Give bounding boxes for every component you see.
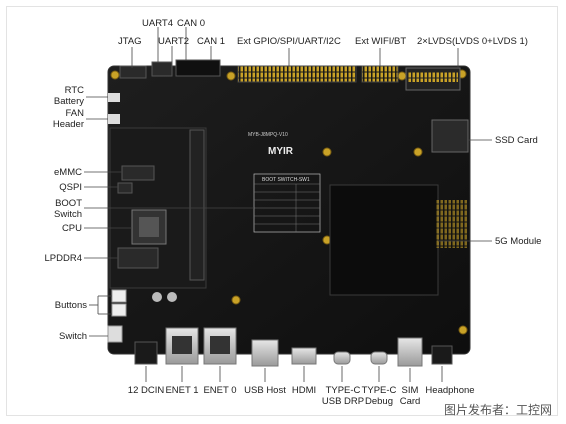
power-switch <box>107 325 123 343</box>
label-emmc: eMMC <box>54 167 82 178</box>
boot-table-title: BOOT SWITCH-SW1 <box>262 177 310 183</box>
label-type-c-drp: TYPE-C USB DRP <box>321 385 365 407</box>
label-5g-module: 5G Module <box>495 236 542 247</box>
usb-host-port <box>251 339 279 367</box>
label-enet0: ENET 0 <box>203 385 237 396</box>
ext-wifi-header <box>361 65 399 83</box>
watermark-text: 图片发布者：工控网 <box>443 403 552 417</box>
enet1-port <box>165 327 199 365</box>
label-ext-gpio: Ext GPIO/SPI/UART/I2C <box>237 36 341 47</box>
qspi-chip <box>117 182 133 194</box>
ext-gpio-header <box>237 65 357 83</box>
5g-module-slot <box>329 184 439 296</box>
label-switch: Switch <box>59 331 87 342</box>
label-type-c-debug: TYPE-C Debug <box>361 385 397 407</box>
emmc-chip <box>121 165 155 181</box>
label-lpddr4: LPDDR4 <box>44 253 83 264</box>
label-jtag: JTAG <box>118 36 142 47</box>
hdmi-port <box>291 347 317 365</box>
sim-slot <box>397 337 423 367</box>
lpddr4-chip <box>117 247 159 269</box>
dc-jack <box>134 341 158 365</box>
rtc-battery-connector <box>108 93 120 102</box>
label-hdmi: HDMI <box>291 385 317 396</box>
label-uart4: UART4 <box>142 18 173 29</box>
leader-lines <box>84 27 492 382</box>
label-cpu: CPU <box>61 223 82 234</box>
label-lvds: 2×LVDS(LVDS 0+LVDS 1) <box>417 36 528 47</box>
label-ssd-card: SSD Card <box>495 135 538 146</box>
headphone-jack <box>431 345 453 365</box>
label-boot-switch: BOOT Switch <box>54 198 82 220</box>
board-brand-text: MYIR <box>268 146 294 157</box>
label-rtc-battery: RTC Battery <box>53 85 84 107</box>
fan-header-connector <box>108 114 120 124</box>
buttons-group <box>111 289 177 317</box>
label-can1: CAN 1 <box>197 36 225 47</box>
label-enet1: ENET 1 <box>165 385 199 396</box>
boot-switch-table <box>253 173 321 233</box>
label-qspi: QSPI <box>59 182 82 193</box>
label-can0: CAN 0 <box>177 18 205 29</box>
label-fan-header: FAN Header <box>52 108 84 130</box>
label-sim-card: SIM Card <box>399 385 421 407</box>
board-model-text: MYB-J8MPQ-V10 <box>248 132 288 138</box>
label-uart2: UART2 <box>158 36 189 47</box>
label-buttons: Buttons <box>54 300 87 311</box>
ssd-slot <box>431 119 469 153</box>
type-c-drp-port <box>333 351 351 365</box>
jtag-header <box>119 65 147 79</box>
label-headphone: Headphone <box>425 385 475 396</box>
type-c-debug-port <box>370 351 388 365</box>
board-to-board-connector <box>189 129 205 281</box>
can-connectors <box>175 59 221 77</box>
uart-headers <box>151 61 173 77</box>
label-dcin: 12 DCIN <box>127 385 165 396</box>
label-usb-host: USB Host <box>244 385 286 396</box>
label-ext-wifi: Ext WIFI/BT <box>355 36 407 47</box>
